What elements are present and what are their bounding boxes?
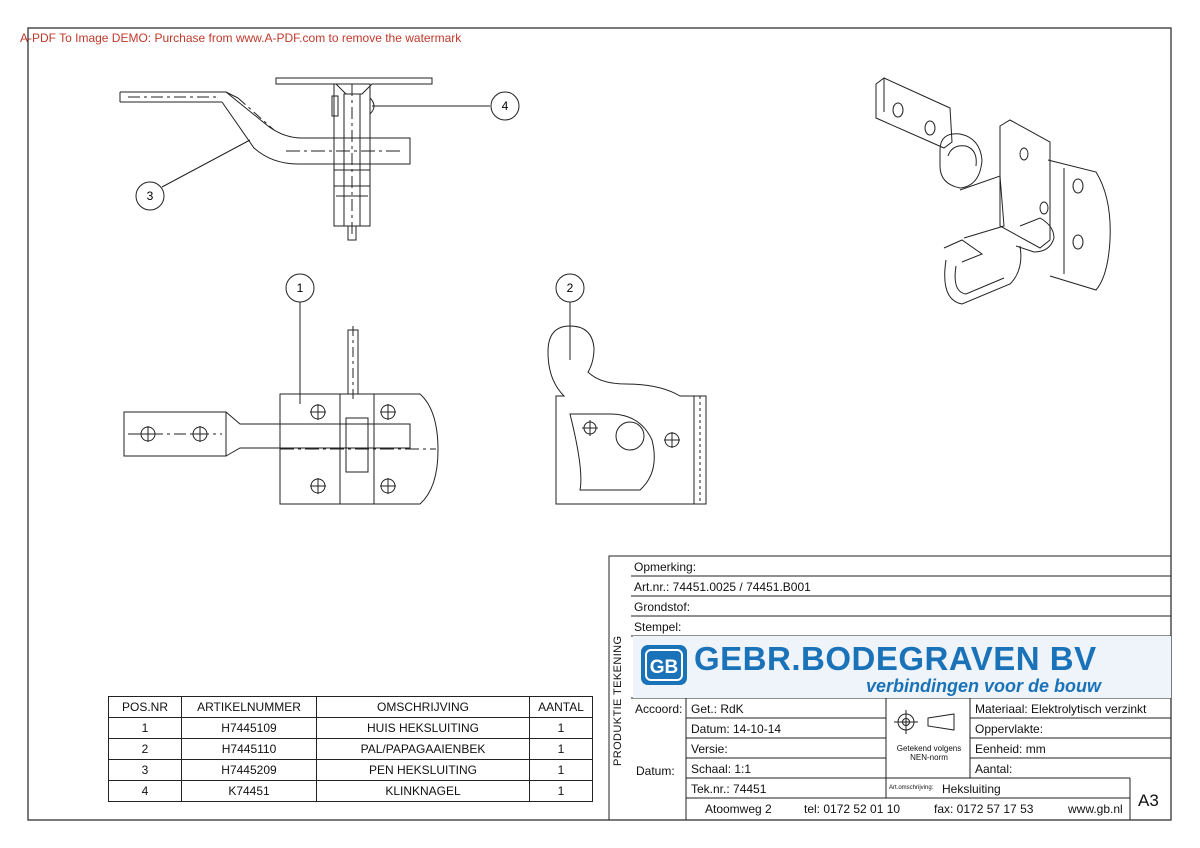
cell-pos: 4 <box>108 780 182 802</box>
top-view <box>119 77 520 241</box>
brand-name: GEBR.BODEGRAVEN BV <box>694 640 1097 677</box>
cell-omschrijving: PAL/PAPAGAAIENBEK <box>316 738 530 760</box>
getekend-value: Get.: RdK <box>691 702 744 716</box>
cell-pos: 2 <box>108 738 182 760</box>
datum-value: Datum: 14-10-14 <box>691 722 782 736</box>
cell-omschrijving: HUIS HEKSLUITING <box>316 717 530 739</box>
versie-label: Versie: <box>691 742 728 756</box>
oppervlakte-label: Oppervlakte: <box>975 722 1044 736</box>
balloon-4 <box>490 91 520 121</box>
balloon-3 <box>135 181 165 211</box>
side-view <box>547 273 707 505</box>
cell-omschrijving: PEN HEKSLUITING <box>316 759 530 781</box>
phone: tel: 0172 52 01 10 <box>804 802 901 816</box>
parts-table: POS.NR ARTIKELNUMMER OMSCHRIJVING AANTAL… <box>108 696 593 802</box>
table-row: 3 H7445209 PEN HEKSLUITING 1 <box>108 759 593 781</box>
col-aantal: AANTAL <box>529 696 593 718</box>
cell-aantal: 1 <box>529 759 593 781</box>
cell-omschrijving: KLINKNAGEL <box>316 780 530 802</box>
materiaal-value: Materiaal: Elektrolytisch verzinkt <box>975 702 1147 716</box>
artnr-value: Art.nr.: 74451.0025 / 74451.B001 <box>634 580 811 594</box>
balloon-2-label: 2 <box>567 281 574 295</box>
cell-pos: 1 <box>108 717 182 739</box>
table-row: 2 H7445110 PAL/PAPAGAAIENBEK 1 <box>108 738 593 760</box>
balloon-4-label: 4 <box>502 99 509 113</box>
schaal-value: Schaal: 1:1 <box>691 762 752 776</box>
datum-label: Datum: <box>636 764 675 778</box>
sheet-size: A3 <box>1138 791 1159 810</box>
art-omschrijving-label: Art.omschrijving: <box>889 785 934 791</box>
gb-logo-icon: GB <box>641 645 687 685</box>
cell-aantal: 1 <box>529 717 593 739</box>
company-logo: GB <box>633 636 1171 698</box>
art-omschrijving-value: Heksluiting <box>942 782 1001 796</box>
balloon-1 <box>285 273 315 303</box>
address: Atoomweg 2 <box>705 802 772 816</box>
watermark-text: A-PDF To Image DEMO: Purchase from www.A… <box>20 31 462 45</box>
teknr-value: Tek.nr.: 74451 <box>691 782 767 796</box>
col-artikelnummer: ARTIKELNUMMER <box>181 696 317 718</box>
nen-note: Getekend volgens NEN-norm <box>896 744 962 762</box>
cell-artikel: H7445109 <box>181 717 317 739</box>
cell-aantal: 1 <box>529 780 593 802</box>
side-label: PRODUKTIE TEKENING <box>612 635 624 766</box>
cell-pos: 3 <box>108 759 182 781</box>
svg-text:GB: GB <box>650 657 679 678</box>
cell-aantal: 1 <box>529 738 593 760</box>
col-pos-nr: POS.NR <box>108 696 182 718</box>
cell-artikel: H7445110 <box>181 738 317 760</box>
eenheid-value: Eenheid: mm <box>975 742 1046 756</box>
accoord-label: Accoord: <box>635 702 683 716</box>
drawing-frame <box>27 27 1172 821</box>
opmerking-label: Opmerking: <box>634 560 697 574</box>
balloon-1-label: 1 <box>297 281 304 295</box>
projection-symbol-icon <box>894 710 955 734</box>
table-row: 1 H7445109 HUIS HEKSLUITING 1 <box>108 717 593 739</box>
balloon-3-label: 3 <box>147 189 154 203</box>
parts-table-header: POS.NR ARTIKELNUMMER OMSCHRIJVING AANTAL <box>108 696 593 718</box>
aantal-label: Aantal: <box>975 762 1013 776</box>
isometric-view <box>875 77 1111 305</box>
website: www.gb.nl <box>1068 802 1123 816</box>
front-view <box>123 273 439 505</box>
cell-artikel: K74451 <box>181 780 317 802</box>
grondstof-label: Grondstof: <box>634 600 691 614</box>
fax: fax: 0172 57 17 53 <box>934 802 1034 816</box>
table-row: 4 K74451 KLINKNAGEL 1 <box>108 780 593 802</box>
col-omschrijving: OMSCHRIJVING <box>316 696 530 718</box>
stempel-label: Stempel: <box>634 620 682 634</box>
brand-tagline: verbindingen voor de bouw <box>866 676 1102 696</box>
cell-artikel: H7445209 <box>181 759 317 781</box>
